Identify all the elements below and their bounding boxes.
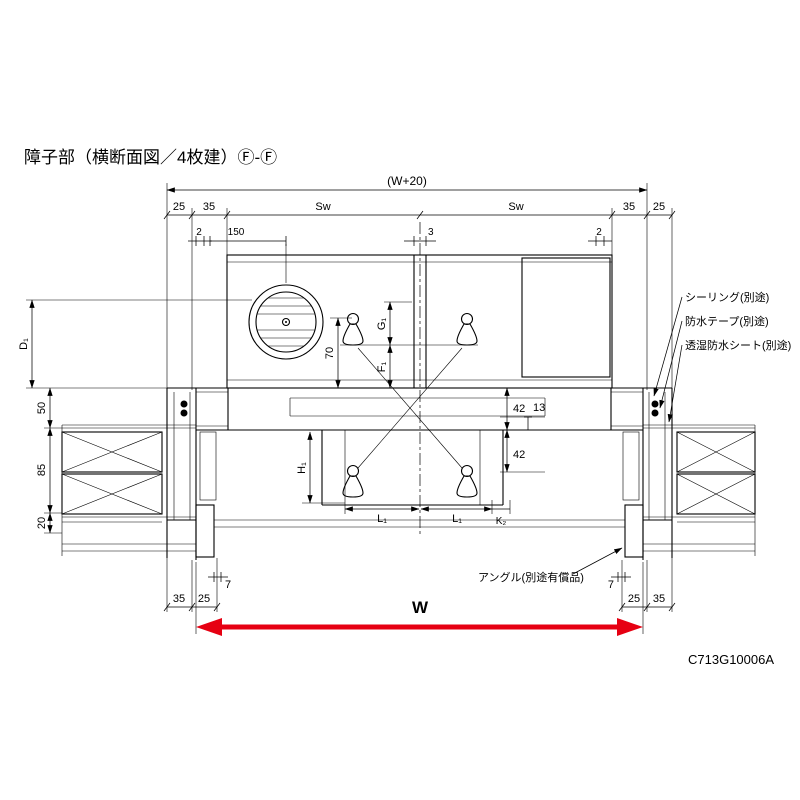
gasket-dot: [651, 409, 659, 417]
dim-label-f1: F₁: [376, 361, 388, 372]
dim-label-l1-left: L₁: [377, 513, 387, 525]
top-dimensions: (W+20) 25 35 Sw Sw 35 25 2 150 3 2: [163, 174, 676, 535]
gasket-dot: [180, 400, 188, 408]
left-wall-section: [61, 424, 196, 556]
dim-label-85: 85: [36, 464, 48, 476]
dim-label-2-left: 2: [196, 227, 202, 238]
callout-breathable-sheet: 透湿防水シート(別途): [685, 338, 791, 352]
dim-label-150: 150: [228, 227, 245, 238]
left-jamb: [166, 388, 229, 560]
dim-label-70: 70: [324, 347, 336, 359]
dim-label-35-bottom-right: 35: [653, 593, 665, 605]
screen-hatch-panel: [521, 257, 611, 378]
dim-label-3-center: 3: [428, 227, 434, 238]
lower-sash-band: [321, 430, 504, 506]
dim-label-35-bottom-left: 35: [173, 593, 185, 605]
sliding-diagonals: [357, 347, 463, 469]
left-dimensions: D₁ 50 85 20: [18, 299, 252, 534]
dim-label-l1-right: L₁: [452, 513, 462, 525]
dim-label-7-left: 7: [225, 579, 231, 591]
dim-label-50: 50: [36, 402, 48, 414]
drawing-code: C713G10006A: [688, 652, 774, 667]
dim-label-h1: H₁: [296, 462, 308, 474]
center-dimensions: 70 G₁ F₁ H₁ 42 13 42 L₁ L₁ K₂: [296, 301, 545, 527]
dim-label-g1: G₁: [376, 318, 388, 331]
angle-block-right: [624, 504, 644, 558]
arrow-head-right: [617, 618, 643, 636]
dim-label-sw-left: Sw: [315, 201, 330, 213]
dim-label-25-bottom-left: 25: [198, 593, 210, 605]
dim-label-35-left: 35: [203, 201, 215, 213]
dim-label-25-bottom-right: 25: [628, 593, 640, 605]
arrow-head-left: [196, 618, 222, 636]
dim-label-35-right: 35: [623, 201, 635, 213]
dim-label-sw-right: Sw: [508, 201, 523, 213]
dim-label-25-right: 25: [653, 201, 665, 213]
dim-label-d1: D₁: [18, 338, 30, 350]
dim-label-42-upper: 42: [513, 403, 525, 415]
gasket-dot: [180, 409, 188, 417]
angle-block-left: [195, 504, 215, 558]
dim-label-w20: (W+20): [387, 174, 427, 188]
dim-label-20: 20: [36, 517, 48, 529]
right-wall-section: [643, 424, 756, 556]
page-title: 障子部（横断面図／4枚建）Ⓕ-Ⓕ: [24, 148, 277, 167]
round-vent: [248, 284, 324, 360]
dim-label-42-lower: 42: [513, 449, 525, 461]
dim-label-w: W: [412, 598, 429, 617]
dim-label-2-right: 2: [596, 227, 602, 238]
dim-label-k2: K₂: [496, 516, 507, 527]
callout-angle: アングル(別途有償品): [478, 570, 584, 584]
callouts: シーリング(別途) 防水テープ(別途) 透湿防水シート(別途) アングル(別途有…: [478, 290, 791, 584]
sash-cross-section: [61, 254, 756, 560]
dim-label-13: 13: [533, 402, 545, 414]
callout-waterproof-tape: 防水テープ(別途): [685, 314, 769, 328]
gasket-dot: [651, 400, 659, 408]
dim-label-7-right: 7: [608, 579, 614, 591]
dim-label-25-left: 25: [173, 201, 185, 213]
bottom-dimensions: 7 7 35 25 25 35 W: [163, 558, 676, 636]
width-arrow: [196, 618, 643, 636]
callout-sealing: シーリング(別途): [685, 290, 769, 304]
